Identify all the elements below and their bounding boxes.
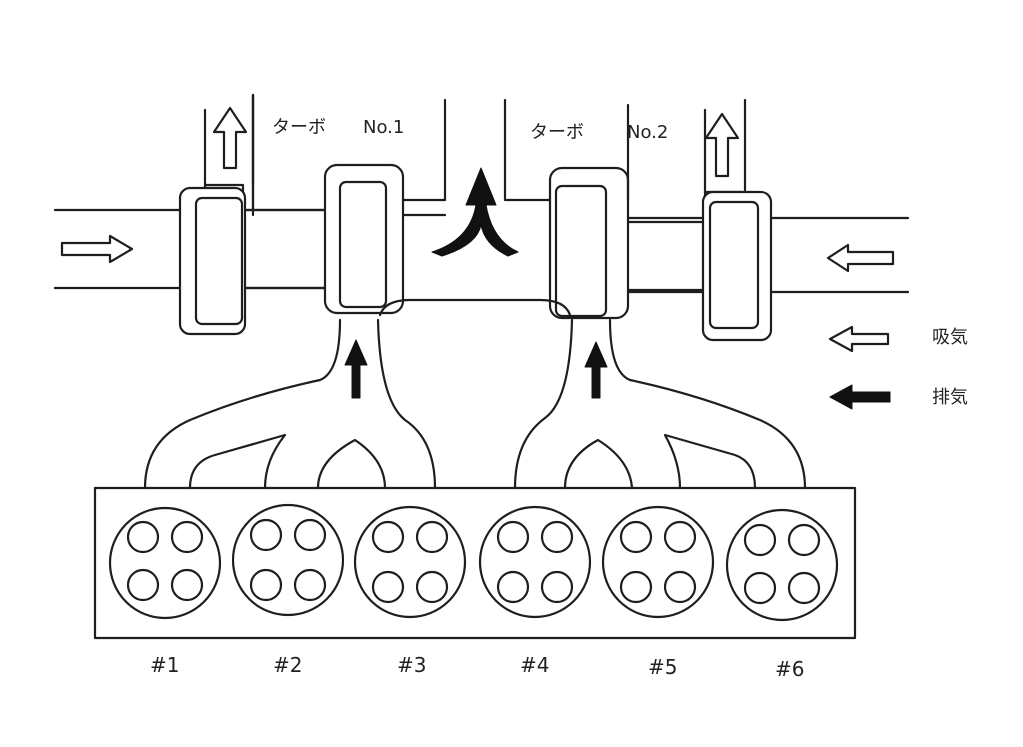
cylinder-label-6: #6: [775, 657, 804, 681]
legend-exhaust-icon: [829, 384, 891, 410]
cylinder-6: [725, 508, 839, 622]
cylinder-2: [231, 503, 345, 617]
cylinder-label-3: #3: [397, 653, 426, 677]
exhaust-arrow-merge: [431, 167, 519, 257]
turbo1-outlet: [251, 93, 447, 217]
cylinder-label-2: #2: [273, 653, 302, 677]
turbo2-outlet: [503, 98, 630, 202]
cylinder-label-4: #4: [520, 653, 549, 677]
intake-arrow-up-left: [212, 106, 248, 170]
turbine-right: [548, 166, 707, 320]
turbo1-number: No.1: [363, 117, 404, 138]
exhaust-arrow-up-left: [344, 339, 368, 399]
turbo2-label: ターボ: [530, 122, 584, 143]
cylinder-3: [353, 505, 467, 619]
cylinder-label-5: #5: [648, 655, 677, 679]
cylinder-1: [108, 506, 222, 620]
cylinder-4: [478, 505, 592, 619]
legend-intake-label: 吸気: [932, 327, 968, 348]
turbo1-label: ターボ: [272, 117, 326, 138]
exhaust-manifold-right: [513, 318, 807, 490]
engine-block: [93, 486, 857, 640]
exhaust-merge: [378, 298, 572, 317]
legend-exhaust-label: 排気: [932, 387, 968, 408]
exhaust-arrow-up-right: [584, 341, 608, 399]
legend-intake-icon: [828, 325, 890, 353]
intake-arrow-left-in: [60, 234, 134, 264]
intake-arrow-up-right: [704, 112, 740, 178]
compressor-right: [701, 98, 773, 342]
cylinder-5: [601, 505, 715, 619]
intake-arrow-right-in: [826, 243, 895, 273]
cylinder-label-1: #1: [150, 653, 179, 677]
legend: 吸気 排気: [828, 325, 968, 410]
exhaust-manifold-left: [143, 318, 437, 490]
turbo2-number: No.2: [627, 122, 668, 143]
